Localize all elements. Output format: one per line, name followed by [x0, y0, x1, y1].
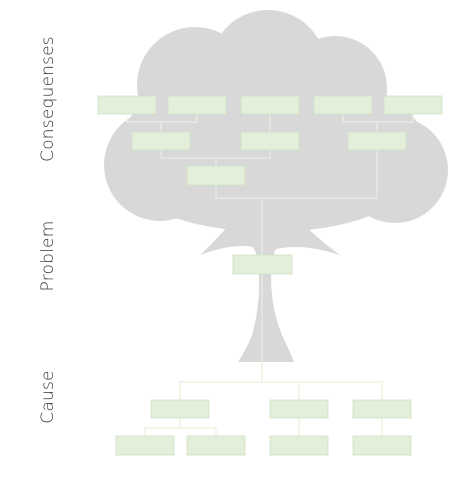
consequence-box	[347, 131, 407, 151]
tree-silhouette	[104, 10, 448, 362]
cause-box	[150, 399, 210, 419]
consequence-box	[240, 131, 300, 151]
cause-box	[115, 435, 175, 456]
cause-box	[269, 435, 329, 456]
cause-label: Cause	[38, 370, 58, 424]
problem-boxes	[232, 254, 293, 275]
consequence-box	[186, 165, 246, 186]
consequence-box	[383, 95, 443, 115]
cause-box	[186, 435, 246, 456]
cause-boxes	[115, 399, 412, 456]
cause-box	[352, 435, 412, 456]
consequence-box	[131, 131, 191, 151]
problem-box	[232, 254, 293, 275]
cause-connectors	[144, 362, 383, 436]
problem-label: Problem	[38, 220, 58, 292]
consequence-boxes	[97, 95, 443, 186]
consequence-box	[167, 95, 227, 115]
consequences-label: Consequenses	[38, 36, 58, 162]
cause-box	[269, 399, 329, 419]
consequence-connectors	[126, 114, 414, 362]
cause-box	[352, 399, 412, 419]
consequence-box	[97, 95, 157, 115]
consequence-box	[313, 95, 373, 115]
consequence-box	[240, 95, 300, 115]
